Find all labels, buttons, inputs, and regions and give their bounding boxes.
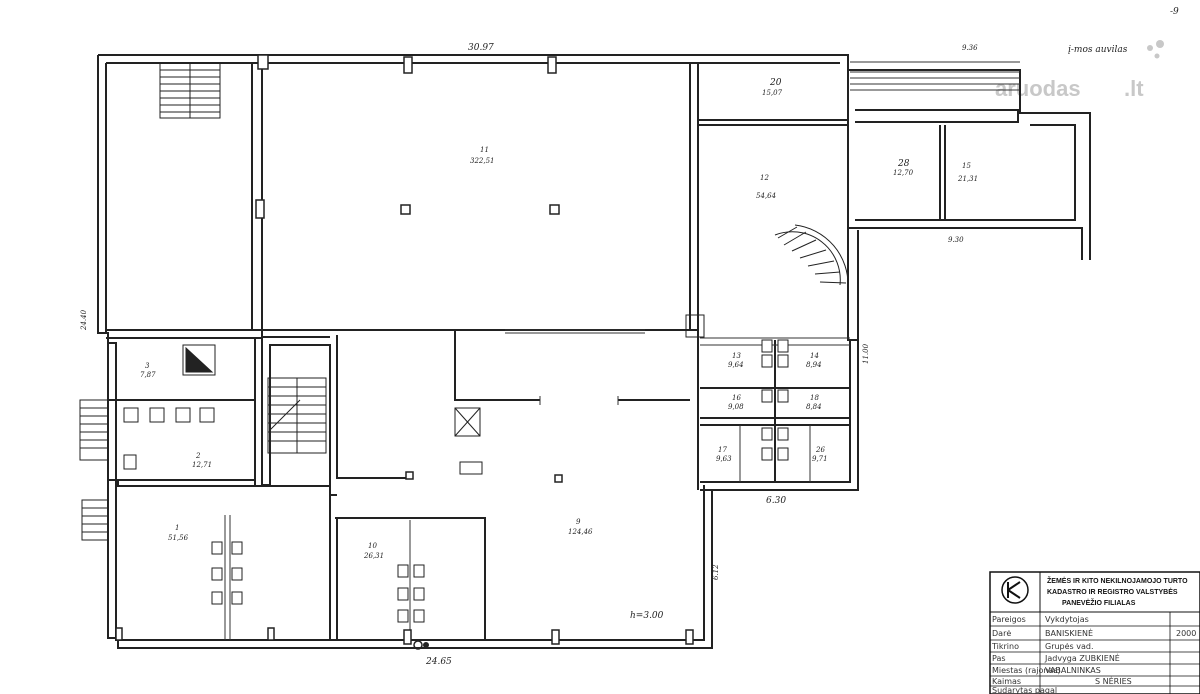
svg-text:7,87: 7,87	[140, 371, 156, 379]
room-label-18: 188,84	[806, 394, 822, 411]
svg-text:124,46: 124,46	[568, 528, 593, 536]
room-label-15: 15 21,31	[957, 162, 978, 183]
corner-mark: -9	[1170, 7, 1179, 17]
stamp-row-1-value: BANISKIENĖ	[1045, 628, 1093, 638]
cadastre-stamp: ŽEMĖS IR KITO NEKILNOJAMOJO TURTO KADAST…	[989, 571, 1200, 694]
room-label-3: 37,87	[140, 362, 156, 379]
ceiling-height: h=3.00	[630, 611, 664, 621]
svg-text:1: 1	[175, 524, 179, 532]
svg-text:12: 12	[760, 174, 769, 182]
interior-walls	[106, 63, 946, 640]
svg-text:8,94: 8,94	[806, 361, 822, 369]
dim-bottom-right: 6.12	[712, 564, 720, 580]
svg-text:10: 10	[368, 542, 377, 550]
room-label-10: 10 26,31	[363, 542, 384, 560]
svg-text:18: 18	[810, 394, 819, 402]
dim-top-right: 9.36	[962, 44, 978, 52]
watermark-text: aruodas	[995, 76, 1081, 101]
wall-details	[224, 329, 850, 640]
svg-text:9,63: 9,63	[716, 455, 732, 463]
svg-text:9,64: 9,64	[728, 361, 744, 369]
svg-text:8,84: 8,84	[806, 403, 822, 411]
svg-text:26,31: 26,31	[363, 552, 384, 560]
svg-text:9,71: 9,71	[812, 455, 828, 463]
svg-text:322,51: 322,51	[470, 157, 495, 165]
north-terrace	[850, 61, 1020, 91]
room-label-1: 151,56	[168, 524, 189, 542]
svg-text:13: 13	[732, 352, 741, 360]
svg-text:26: 26	[815, 446, 825, 454]
room-label-12: 12 54,64	[756, 174, 776, 200]
stamp-logo	[1001, 576, 1029, 604]
staircase-middle	[267, 377, 327, 454]
stamp-header-3: PANEVĖŽIO FILIALAS	[1062, 598, 1136, 607]
shafts	[182, 314, 705, 475]
exterior-stairs-left	[79, 399, 109, 541]
stamp-row-6-label: Sudarytas pagal	[992, 686, 1057, 694]
svg-text:2: 2	[195, 452, 201, 460]
room-label-9: 9 124,46	[568, 518, 593, 536]
annotation-top-right: į-mos auvilas	[1068, 45, 1128, 55]
room-label-13: 139,64	[728, 352, 744, 369]
svg-text:17: 17	[718, 446, 727, 454]
spiral-staircase	[774, 224, 849, 288]
room-label-11: 11 322,51	[470, 146, 495, 165]
stamp-row-5-label: Kaimas	[992, 677, 1021, 686]
svg-text:16: 16	[732, 394, 741, 402]
dim-left-height: 24.40	[80, 309, 88, 331]
dim-top-width: 30.97	[468, 43, 494, 53]
stamp-row-3-label: Pas	[992, 654, 1006, 663]
room-label-14: 148,94	[806, 352, 822, 369]
svg-text:14: 14	[810, 352, 819, 360]
stamp-row-2-label: Tikrino	[991, 642, 1019, 651]
stamp-row-0-label: Pareigos	[992, 615, 1026, 624]
svg-text:12,70: 12,70	[893, 169, 914, 177]
watermark-suffix: .lt	[1124, 76, 1144, 101]
room-label-17: 179,63	[716, 446, 732, 463]
stamp-header-1: ŽEMĖS IR KITO NEKILNOJAMOJO TURTO	[1047, 576, 1188, 585]
room-label-16: 169,08	[728, 394, 744, 411]
stamp-right-note: 2000	[1176, 629, 1196, 638]
stamp-row-3-value: Jadvyga ZUBKIENĖ	[1044, 653, 1120, 663]
stamp-row-0-value: Vykdytojas	[1045, 615, 1089, 624]
stamp-row-5-value: S NĖRIES	[1095, 676, 1132, 686]
svg-text:9,08: 9,08	[728, 403, 744, 411]
entrance-mark	[413, 640, 429, 650]
stamp-row-1-label: Darė	[992, 629, 1011, 638]
svg-text:54,64: 54,64	[756, 192, 776, 200]
stamp-row-2-value: Grupės vad.	[1045, 642, 1094, 651]
dim-right-bays: 6.30	[766, 496, 786, 506]
dim-east-wing: 9.30	[948, 236, 964, 244]
room-label-2: 212,71	[192, 452, 212, 469]
svg-text:3: 3	[145, 362, 150, 370]
watermark: aruodas .lt	[995, 40, 1164, 101]
svg-text:21,31: 21,31	[957, 175, 978, 183]
svg-text:9: 9	[576, 518, 581, 526]
svg-text:20: 20	[769, 78, 782, 88]
outer-walls	[97, 54, 1091, 649]
stamp-row-4-value: VABALNINKAS	[1045, 666, 1101, 675]
wc-fixtures	[123, 339, 789, 623]
dim-right-mid: 11.00	[862, 343, 870, 364]
svg-text:11: 11	[480, 146, 489, 154]
svg-text:15: 15	[962, 162, 971, 170]
room-label-26: 269,71	[812, 446, 828, 463]
dim-bottom-width: 24.65	[425, 657, 452, 667]
svg-text:28: 28	[897, 159, 910, 169]
svg-text:51,56: 51,56	[168, 534, 189, 542]
columns	[115, 54, 694, 645]
staircase-top	[159, 62, 221, 119]
svg-text:15,07: 15,07	[762, 89, 783, 97]
stamp-header-2: KADASTRO IR REGISTRO VALSTYBĖS	[1047, 588, 1178, 596]
svg-text:12,71: 12,71	[192, 461, 212, 469]
stamp-row-4-label: Miestas (rajonas)	[992, 666, 1061, 675]
